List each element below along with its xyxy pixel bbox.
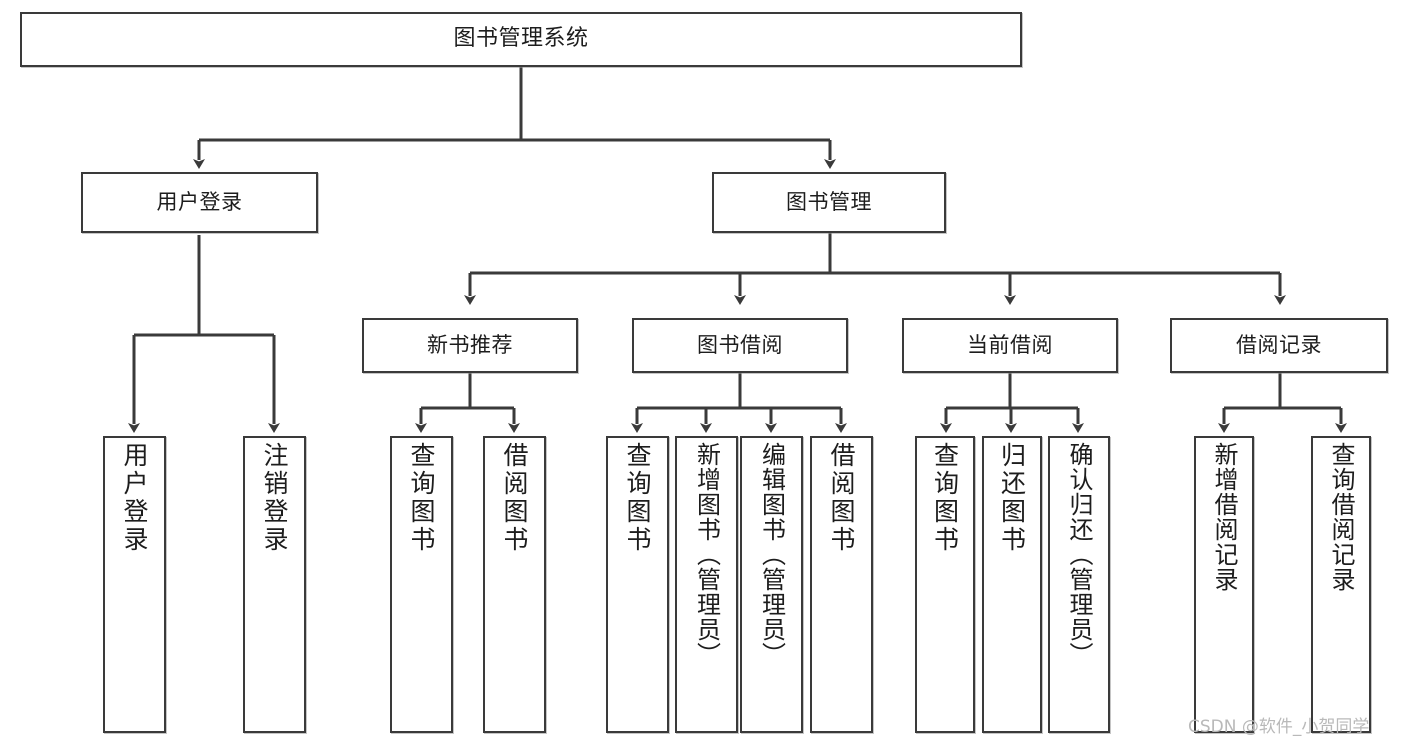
- csdn-watermark: CSDN @软件_小贺同学: [1188, 717, 1370, 737]
- node-label: 图书管理: [786, 189, 872, 214]
- node-label: 归还图书: [997, 442, 1027, 554]
- node-book-borrow[interactable]: 图书借阅: [632, 318, 848, 373]
- node-book-management[interactable]: 图书管理: [712, 172, 946, 233]
- node-new-book-recommend[interactable]: 新书推荐: [362, 318, 578, 373]
- node-label: 新增图书（管理员）: [692, 442, 721, 667]
- node-user-login[interactable]: 用户登录: [81, 172, 318, 233]
- leaf-borrow-edit-book-admin[interactable]: 编辑图书（管理员）: [740, 436, 803, 733]
- leaf-borrow-borrow-book[interactable]: 借阅图书: [810, 436, 873, 733]
- leaf-user-logout[interactable]: 注销登录: [243, 436, 306, 733]
- node-label: 新增借阅记录: [1210, 442, 1238, 592]
- leaf-record-query[interactable]: 查询借阅记录: [1311, 436, 1371, 733]
- node-current-borrow[interactable]: 当前借阅: [902, 318, 1118, 373]
- leaf-record-add[interactable]: 新增借阅记录: [1194, 436, 1254, 733]
- node-label: 编辑图书（管理员）: [757, 442, 786, 667]
- node-label: 新书推荐: [427, 332, 513, 357]
- node-borrow-record[interactable]: 借阅记录: [1170, 318, 1388, 373]
- node-label: 用户登录: [156, 189, 243, 214]
- node-label: 用户登录: [120, 442, 149, 554]
- node-label: 图书管理系统: [453, 26, 589, 52]
- node-label: 图书借阅: [697, 332, 783, 357]
- leaf-current-confirm-return-admin[interactable]: 确认归还（管理员）: [1048, 436, 1110, 733]
- node-root-system[interactable]: 图书管理系统: [20, 12, 1022, 67]
- node-label: 借阅图书: [827, 442, 856, 554]
- node-label: 确认归还（管理员）: [1065, 442, 1093, 667]
- leaf-current-query-book[interactable]: 查询图书: [915, 436, 975, 733]
- node-label: 借阅记录: [1236, 332, 1322, 357]
- node-label: 借阅图书: [500, 442, 529, 554]
- node-label: 查询图书: [930, 442, 960, 554]
- leaf-borrow-query-book[interactable]: 查询图书: [606, 436, 669, 733]
- node-label: 查询图书: [407, 442, 436, 554]
- leaf-user-login[interactable]: 用户登录: [103, 436, 166, 733]
- leaf-current-return-book[interactable]: 归还图书: [982, 436, 1042, 733]
- leaf-new-book-borrow[interactable]: 借阅图书: [483, 436, 546, 733]
- node-label: 查询图书: [623, 442, 652, 554]
- node-label: 查询借阅记录: [1327, 442, 1355, 592]
- node-label: 注销登录: [260, 442, 289, 554]
- leaf-borrow-add-book-admin[interactable]: 新增图书（管理员）: [675, 436, 738, 733]
- leaf-new-book-query[interactable]: 查询图书: [390, 436, 453, 733]
- node-label: 当前借阅: [967, 332, 1053, 357]
